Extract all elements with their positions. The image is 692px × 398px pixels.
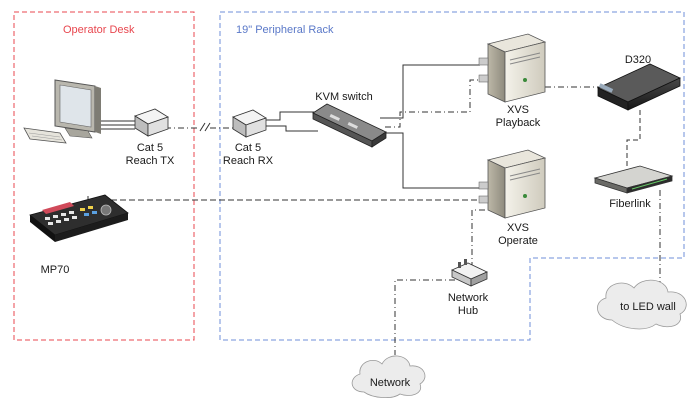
operator-desk-zone — [13, 11, 195, 341]
led-wall-cloud-label: to LED wall — [620, 301, 676, 313]
cat5-reach-tx-label-line1: Cat 5 — [136, 142, 164, 154]
xvs-operate-pc-icon — [478, 149, 547, 219]
kvm-switch-label: KVM switch — [315, 91, 373, 103]
led-wall-cloud-icon — [597, 279, 687, 330]
network-cloud-label: Network — [369, 377, 411, 389]
cat5-reach-tx-label: Cat 5 Reach TX — [120, 142, 180, 168]
xvs-operate-label-line2: Operate — [498, 235, 538, 247]
cat5-reach-rx-label-line2: Reach RX — [222, 155, 274, 167]
peripheral-rack-title: 19" Peripheral Rack — [236, 24, 334, 36]
network-hub-label: Network Hub — [438, 292, 498, 318]
cat5-reach-rx-label-line1: Cat 5 — [234, 142, 262, 154]
xvs-operate-label: XVS Operate — [488, 222, 548, 248]
operator-desk-title: Operator Desk — [63, 24, 135, 36]
fiberlink-label: Fiberlink — [609, 198, 651, 210]
cat5-reach-rx-label: Cat 5 Reach RX — [218, 142, 278, 168]
peripheral-rack-zone — [219, 11, 685, 341]
fiberlink-unit-icon — [593, 165, 674, 194]
xvs-playback-pc-icon — [478, 33, 547, 103]
d320-label: D320 — [624, 54, 652, 66]
network-hub-label-line2: Hub — [457, 305, 479, 317]
cat5-reach-tx-label-line2: Reach TX — [125, 155, 175, 167]
xvs-operate-label-line1: XVS — [506, 222, 529, 234]
xvs-playback-label: XVS Playback — [488, 104, 548, 130]
mp70-controller-icon — [29, 194, 129, 242]
xvs-playback-label-line1: XVS — [506, 104, 529, 116]
xvs-playback-label-line2: Playback — [495, 117, 541, 129]
connection-wires — [87, 64, 661, 355]
d320-rack-unit-icon — [597, 63, 681, 111]
workstation-monitor-icon — [23, 79, 101, 144]
cat5-reach-rx-icon — [232, 109, 267, 138]
network-cloud-icon — [351, 355, 426, 398]
mp70-label: MP70 — [40, 264, 70, 276]
kvm-switch-icon — [312, 103, 387, 148]
network-hub-label-line1: Network — [447, 292, 489, 304]
cat5-reach-tx-icon — [134, 108, 169, 137]
network-hub-icon — [451, 259, 488, 287]
